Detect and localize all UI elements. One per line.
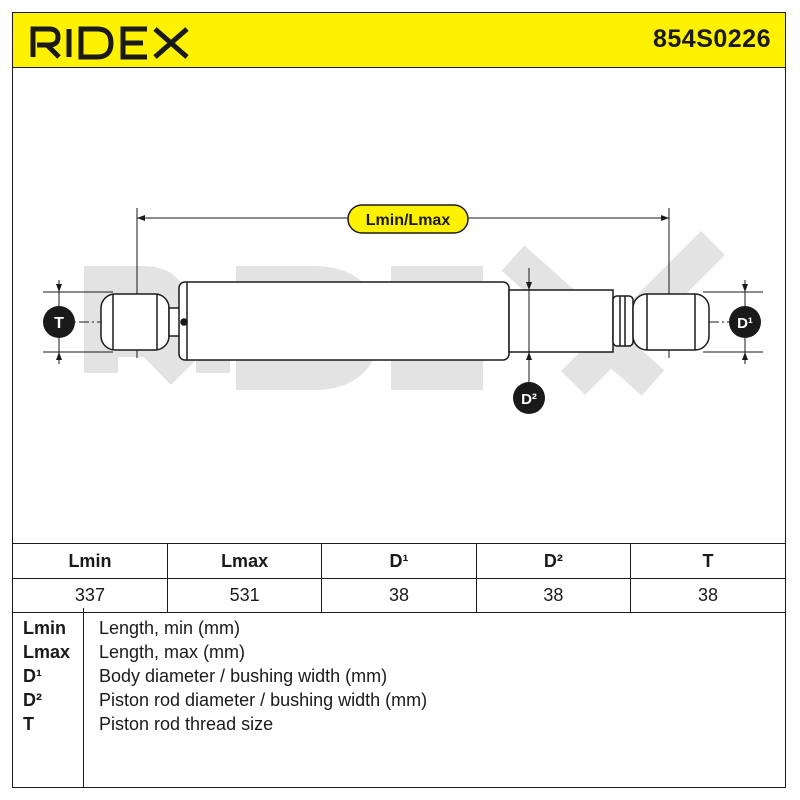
spec-value-lmax: 531 bbox=[166, 578, 323, 613]
piston-rod bbox=[508, 289, 634, 353]
spec-header-d1: D¹ bbox=[321, 543, 477, 579]
right-mount-eye bbox=[632, 293, 710, 351]
legend-desc: Piston rod diameter / bushing width (mm) bbox=[99, 690, 428, 710]
length-label: Lmin/Lmax bbox=[366, 212, 451, 229]
legend-desc: Piston rod thread size bbox=[99, 714, 274, 734]
spec-table: Lmin Lmax D¹ D² T 337 531 38 38 38 bbox=[13, 543, 785, 613]
badge-t: T bbox=[54, 315, 64, 332]
legend-desc: Body diameter / bushing width (mm) bbox=[99, 666, 388, 686]
d1-dimension: D¹ bbox=[703, 280, 763, 364]
spec-header-d2: D² bbox=[475, 543, 632, 579]
damper-body bbox=[178, 281, 510, 361]
spec-header-row: Lmin Lmax D¹ D² T bbox=[13, 543, 785, 579]
spec-value-row: 337 531 38 38 38 bbox=[13, 578, 785, 613]
legend-desc: Length, min (mm) bbox=[99, 618, 241, 638]
brand-logo bbox=[30, 26, 189, 60]
spec-header-t: T bbox=[630, 543, 785, 579]
spec-header-lmax: Lmax bbox=[166, 543, 323, 579]
legend-key: T bbox=[23, 714, 34, 734]
technical-drawing: Lmin/Lmax bbox=[13, 68, 785, 543]
product-sheet: 854S0226 Lmin/Lmax bbox=[12, 12, 786, 788]
spec-value-d2: 38 bbox=[475, 578, 632, 613]
spec-header-lmin: Lmin bbox=[13, 543, 168, 579]
part-number: 854S0226 bbox=[652, 25, 771, 53]
legend-divider bbox=[83, 608, 84, 788]
t-dimension: T bbox=[43, 280, 113, 364]
legend-row: D¹ Body diameter / bushing width (mm) bbox=[13, 666, 785, 690]
shock-absorber-drawing: Lmin/Lmax bbox=[43, 204, 763, 414]
legend-row: Lmax Length, max (mm) bbox=[13, 642, 785, 666]
spec-value-d1: 38 bbox=[321, 578, 477, 613]
left-mount-eye bbox=[100, 293, 182, 351]
legend-desc: Length, max (mm) bbox=[99, 642, 246, 662]
legend-key: Lmax bbox=[23, 642, 71, 662]
legend-key: D¹ bbox=[23, 666, 42, 686]
spec-value-lmin: 337 bbox=[13, 578, 168, 613]
legend-key: Lmin bbox=[23, 618, 66, 638]
legend-row: T Piston rod thread size bbox=[13, 714, 785, 738]
legend: Lmin Length, min (mm) Lmax Length, max (… bbox=[13, 608, 785, 788]
d2-dimension: D² bbox=[513, 268, 545, 414]
legend-row: Lmin Length, min (mm) bbox=[13, 618, 785, 642]
legend-row: D² Piston rod diameter / bushing width (… bbox=[13, 690, 785, 714]
spec-value-t: 38 bbox=[630, 578, 785, 613]
badge-d1: D¹ bbox=[737, 315, 753, 332]
badge-d2: D² bbox=[521, 391, 537, 408]
legend-key: D² bbox=[23, 690, 42, 710]
header-bar: 854S0226 bbox=[13, 13, 785, 68]
